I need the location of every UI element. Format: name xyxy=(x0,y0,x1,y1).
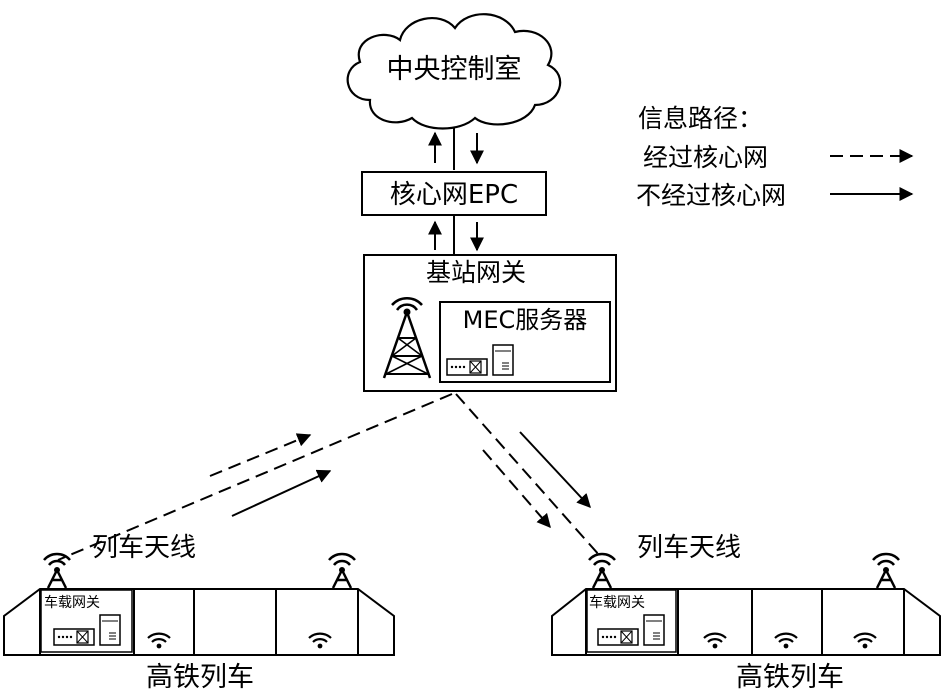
right-onboard-gateway-label: 车载网关 xyxy=(589,594,645,611)
base-station-tower-icon xyxy=(382,296,432,379)
core-label: 核心网EPC xyxy=(390,180,518,210)
legend-not-via-core-label: 不经过核心网 xyxy=(636,181,786,210)
cloud-label: 中央控制室 xyxy=(387,54,522,85)
antenna-icon xyxy=(587,552,617,590)
solid-up-arrow-icon xyxy=(231,469,332,517)
solid-down-arrow-icon xyxy=(519,431,591,509)
dashed-down-arrow-icon xyxy=(482,449,551,529)
mec-server-label: MEC服务器 xyxy=(463,306,588,334)
antenna-icon xyxy=(327,552,357,590)
left-onboard-gateway-label: 车载网关 xyxy=(44,594,100,611)
base-gateway-label: 基站网关 xyxy=(426,258,526,287)
left-train xyxy=(3,552,395,656)
right-train xyxy=(551,552,941,656)
dashed-up-arrow-icon xyxy=(209,433,312,477)
left-wireless-link xyxy=(57,393,453,561)
left-train-label: 高铁列车 xyxy=(146,662,254,693)
right-wireless-link xyxy=(455,393,601,557)
antenna-icon xyxy=(42,552,72,590)
right-train-label: 高铁列车 xyxy=(736,662,844,693)
legend-via-core-label: 经过核心网 xyxy=(643,143,768,172)
right-antenna-label: 列车天线 xyxy=(637,533,741,563)
antenna-icon xyxy=(871,552,901,590)
left-antenna-label: 列车天线 xyxy=(92,533,196,563)
legend-title: 信息路径： xyxy=(638,104,763,133)
cloud-shape xyxy=(346,13,562,130)
